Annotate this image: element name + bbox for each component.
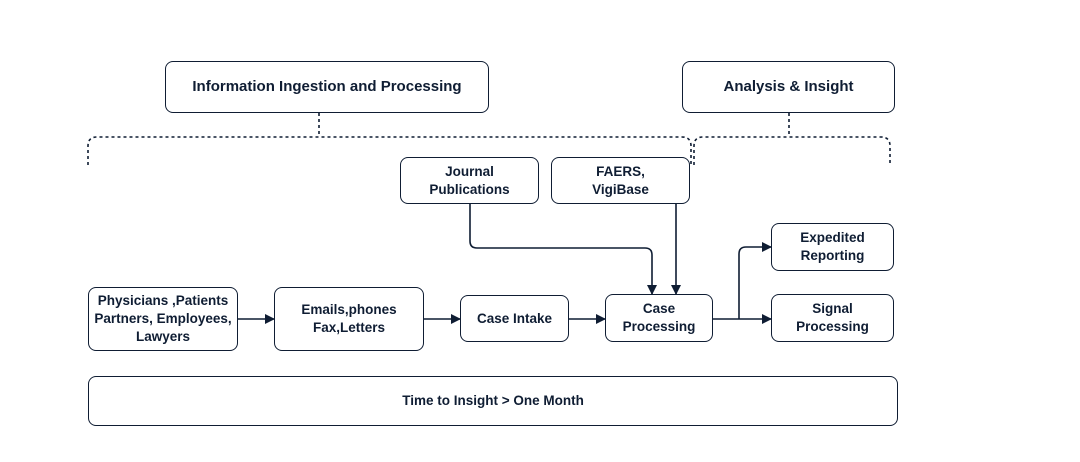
reporters-node: Physicians ,Patients Partners, Employees… (88, 287, 238, 351)
signal-processing-label: Signal Processing (796, 301, 869, 334)
journal-publications-label: Journal Publications (429, 163, 510, 197)
ingestion-header-label: Information Ingestion and Processing (192, 78, 462, 95)
expedited-reporting-node: Expedited Reporting (771, 223, 894, 271)
signal-processing-node: Signal Processing (771, 294, 894, 342)
faers-vigibase-label: FAERS, VigiBase (592, 163, 649, 197)
arrow-processing-to-expedited (738, 242, 772, 319)
case-processing-label: Case Processing (622, 301, 696, 334)
ingestion-bracket (87, 136, 692, 165)
analysis-header: Analysis & Insight (682, 61, 895, 113)
faers-vigibase-node: FAERS, VigiBase (551, 157, 690, 204)
journal-publications-node: Journal Publications (400, 157, 539, 204)
channels-node: Emails,phones Fax,Letters (274, 287, 424, 351)
analysis-bracket (693, 136, 891, 165)
case-processing-node: Case Processing (605, 294, 713, 342)
time-to-insight-bar: Time to Insight > One Month (88, 376, 898, 426)
case-intake-label: Case Intake (476, 310, 553, 326)
ingestion-header: Information Ingestion and Processing (165, 61, 489, 113)
expedited-reporting-label: Expedited Reporting (800, 230, 865, 263)
arrow-journal-to-processing (469, 204, 657, 295)
time-to-insight-label: Time to Insight > One Month (402, 393, 584, 408)
channels-label: Emails,phones Fax,Letters (301, 302, 397, 335)
case-intake-node: Case Intake (460, 295, 569, 342)
reporters-label: Physicians ,Patients Partners, Employees… (94, 293, 232, 344)
analysis-header-label: Analysis & Insight (723, 78, 854, 95)
